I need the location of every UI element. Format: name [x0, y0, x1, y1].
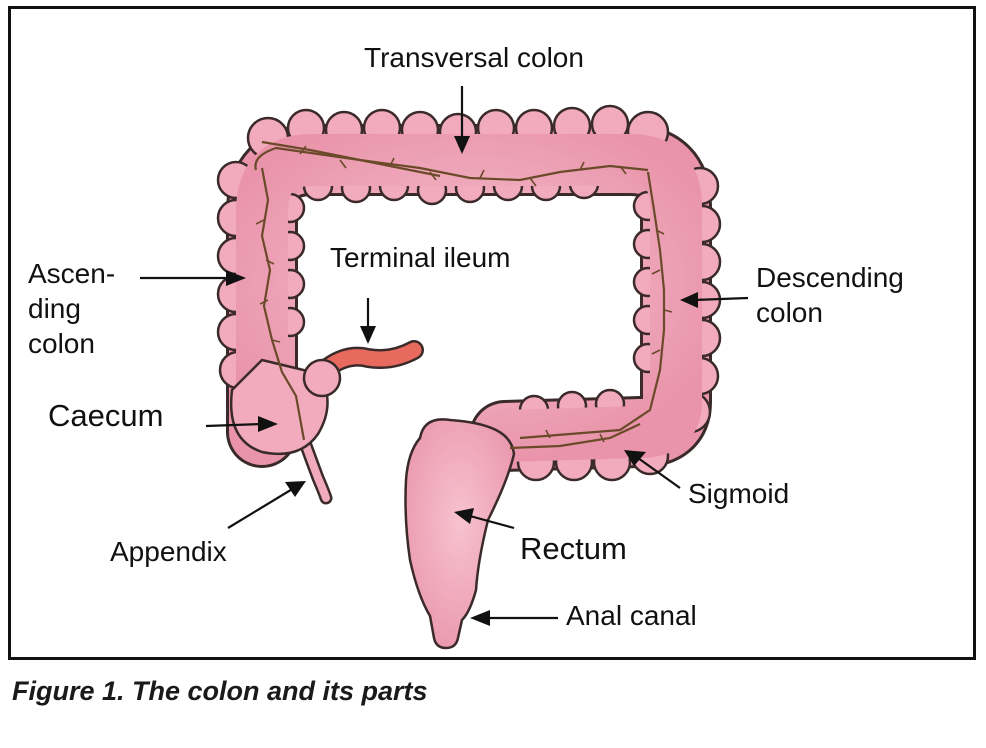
arrow-rectum: [454, 508, 515, 530]
vessel-spurs: [255, 145, 673, 443]
label-anal-canal: Anal canal: [566, 600, 697, 631]
arrow-sigmoid: [624, 450, 681, 489]
label-sigmoid: Sigmoid: [688, 478, 790, 509]
arrow-anal-canal: [470, 610, 558, 626]
colon-inner: [236, 134, 702, 462]
label-ascending-colon: Ascen- ding colon: [28, 258, 116, 359]
arrow-ascending-colon: [140, 270, 246, 286]
caecum-shape: [229, 358, 342, 456]
terminal-ileum-shape: [312, 340, 424, 382]
arrow-caecum: [205, 416, 278, 432]
label-appendix: Appendix: [110, 536, 227, 567]
label-rectum: Rectum: [520, 531, 627, 566]
appendix-shape: [297, 433, 333, 505]
label-transversal-colon: Transversal colon: [364, 42, 584, 73]
rectum-shape: [404, 418, 516, 650]
arrow-appendix: [227, 481, 306, 529]
label-descending-colon: Descending colon: [756, 262, 904, 328]
label-caecum: Caecum: [48, 398, 164, 433]
arrow-terminal-ileum: [360, 298, 376, 344]
arrow-descending-colon: [680, 292, 749, 308]
arrow-transversal-colon: [454, 86, 470, 154]
arrows: [140, 86, 749, 626]
figure-caption: Figure 1. The colon and its parts: [12, 676, 428, 706]
label-terminal-ileum: Terminal ileum: [330, 242, 511, 273]
